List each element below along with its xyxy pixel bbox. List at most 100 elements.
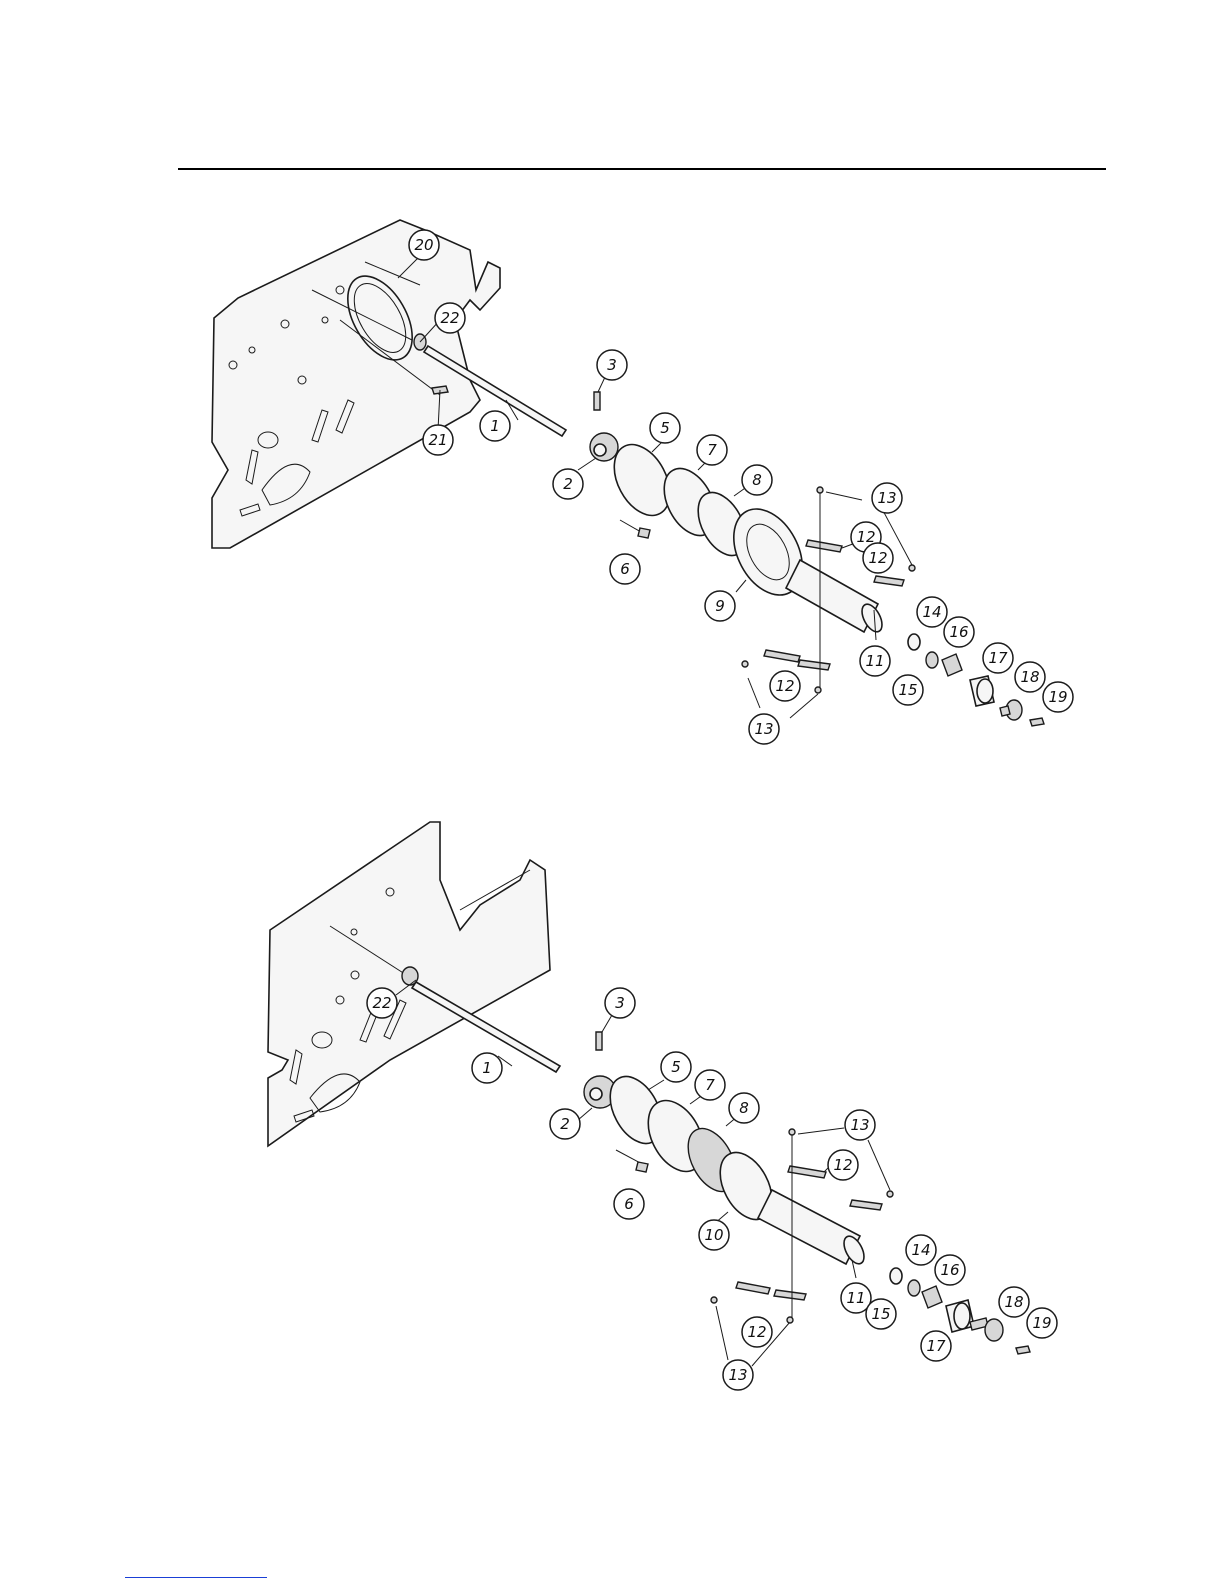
svg-text:21: 21 — [428, 431, 447, 449]
callout: 22 — [367, 988, 397, 1018]
svg-text:7: 7 — [707, 441, 717, 459]
part-18-nut — [985, 1319, 1003, 1341]
svg-text:9: 9 — [715, 597, 725, 615]
callout: 19 — [1027, 1308, 1057, 1338]
callout: 3 — [605, 988, 635, 1018]
part-12-clip — [874, 576, 904, 586]
part-12-clip — [764, 650, 800, 662]
diagram-bottom: 22 1 3 5 2 7 8 6 10 13 12 11 14 16 15 17… — [268, 822, 1057, 1390]
callout: 2 — [550, 1109, 580, 1139]
svg-text:22: 22 — [372, 994, 391, 1012]
callout: 10 — [699, 1220, 729, 1250]
callout: 8 — [742, 465, 772, 495]
part-12-clip — [850, 1200, 882, 1210]
part-13-screw — [815, 687, 821, 693]
svg-text:6: 6 — [620, 560, 630, 578]
svg-text:5: 5 — [671, 1058, 681, 1076]
svg-text:13: 13 — [754, 720, 773, 738]
svg-text:12: 12 — [833, 1156, 852, 1174]
callout: 11 — [860, 646, 890, 676]
svg-text:1: 1 — [490, 417, 500, 435]
callout: 7 — [697, 435, 727, 465]
side-plate — [212, 220, 500, 548]
part-6-screw — [636, 1162, 648, 1172]
callout: 14 — [906, 1235, 936, 1265]
callout: 19 — [1043, 682, 1073, 712]
part-13-screw — [742, 661, 748, 667]
svg-text:8: 8 — [739, 1099, 749, 1117]
svg-text:16: 16 — [949, 623, 968, 641]
callout: 5 — [650, 413, 680, 443]
svg-text:14: 14 — [922, 603, 941, 621]
svg-text:14: 14 — [911, 1241, 930, 1259]
svg-text:11: 11 — [865, 652, 884, 670]
svg-text:1: 1 — [482, 1059, 492, 1077]
callout: 5 — [661, 1052, 691, 1082]
svg-text:7: 7 — [705, 1076, 715, 1094]
part-15-washer — [926, 652, 938, 668]
svg-text:6: 6 — [624, 1195, 634, 1213]
callout: 6 — [610, 554, 640, 584]
callout: 18 — [999, 1287, 1029, 1317]
callout: 7 — [695, 1070, 725, 1100]
svg-text:13: 13 — [850, 1116, 869, 1134]
svg-text:13: 13 — [728, 1366, 747, 1384]
svg-text:15: 15 — [898, 681, 917, 699]
callout: 15 — [893, 675, 923, 705]
svg-text:16: 16 — [940, 1261, 959, 1279]
svg-text:18: 18 — [1020, 668, 1039, 686]
callout: 2 — [553, 469, 583, 499]
part-13-screw — [909, 565, 915, 571]
part-13-screw — [817, 487, 823, 493]
svg-text:20: 20 — [414, 236, 433, 254]
part-3-screw — [594, 392, 600, 410]
part-14-washer — [908, 634, 920, 650]
callout: 17 — [921, 1331, 951, 1361]
part-14-washer — [890, 1268, 902, 1284]
part-19-screw — [1016, 1346, 1030, 1354]
part-16-bushing — [942, 654, 962, 676]
svg-text:13: 13 — [877, 489, 896, 507]
callout: 17 — [983, 643, 1013, 673]
callout: 22 — [435, 303, 465, 333]
part-13-screw — [789, 1129, 795, 1135]
svg-text:17: 17 — [988, 649, 1008, 667]
callout: 12 — [742, 1317, 772, 1347]
svg-text:12: 12 — [775, 677, 794, 695]
callout: 1 — [472, 1053, 502, 1083]
svg-text:2: 2 — [560, 1115, 570, 1133]
svg-text:15: 15 — [871, 1305, 890, 1323]
callout: 12 — [828, 1150, 858, 1180]
part-11-roller — [758, 1190, 860, 1264]
callout: 13 — [872, 483, 902, 513]
callout: 20 — [409, 230, 439, 260]
callout: 14 — [917, 597, 947, 627]
svg-text:3: 3 — [615, 994, 625, 1012]
svg-text:17: 17 — [926, 1337, 946, 1355]
svg-text:10: 10 — [704, 1226, 723, 1244]
svg-text:8: 8 — [752, 471, 762, 489]
part-6-screw — [638, 528, 650, 538]
svg-text:11: 11 — [846, 1289, 865, 1307]
part-12-clip — [788, 1166, 826, 1178]
part-3-screw — [596, 1032, 602, 1050]
callout: 15 — [866, 1299, 896, 1329]
part-19-screw — [1030, 718, 1044, 726]
svg-text:5: 5 — [660, 419, 670, 437]
svg-text:22: 22 — [440, 309, 459, 327]
callout: 12 — [863, 543, 893, 573]
callout: 13 — [723, 1360, 753, 1390]
part-13-screw — [787, 1317, 793, 1323]
callout: 3 — [597, 350, 627, 380]
svg-text:12: 12 — [868, 549, 887, 567]
svg-text:2: 2 — [563, 475, 573, 493]
callout: 16 — [944, 617, 974, 647]
part-13-screw — [711, 1297, 717, 1303]
callout: 13 — [749, 714, 779, 744]
part-12-clip — [798, 660, 830, 670]
callout: 16 — [935, 1255, 965, 1285]
callout: 6 — [614, 1189, 644, 1219]
svg-text:19: 19 — [1048, 688, 1067, 706]
part-12-clip — [806, 540, 842, 552]
